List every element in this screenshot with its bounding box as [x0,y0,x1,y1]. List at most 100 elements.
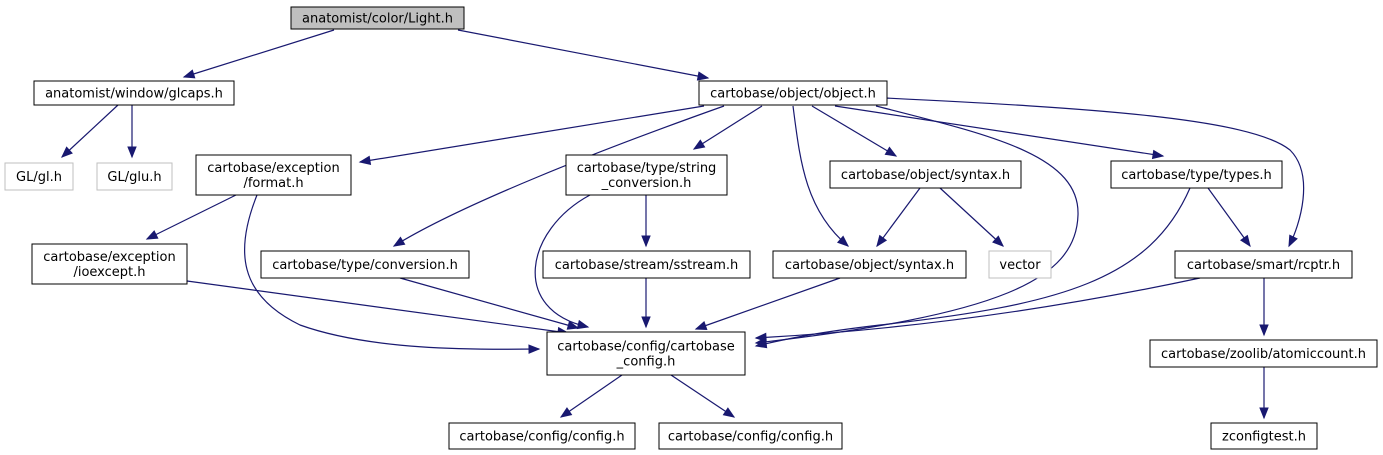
edge-arrowhead [696,71,710,81]
edge-arrowhead [694,321,708,330]
edge-arrowhead [182,69,196,79]
node-box [1210,422,1318,450]
edge-conversion-to-cbconfig [399,277,580,330]
node-label-line: anatomist/color/Light.h [302,12,453,27]
node-box [542,250,751,279]
edge-object-to-rcptr [884,97,1305,248]
node-sstream[interactable]: cartobase/stream/sstream.h [542,250,751,279]
edge-line [393,105,725,247]
node-label-line: cartobase/config/cartobase [557,340,735,355]
node-rcptr[interactable]: cartobase/smart/rcptr.h [1174,250,1353,279]
node-label-line: cartobase/exception [43,250,175,265]
node-syntaxh2[interactable]: cartobase/object/syntax.h [772,250,967,279]
edge-line [755,187,1191,347]
edge-line [695,277,841,330]
edge-line [534,194,591,328]
node-types[interactable]: cartobase/type/types.h [1110,160,1283,189]
edge-syntaxh1-to-syntaxh2 [876,187,921,248]
node-atomic[interactable]: cartobase/zoolib/atomiccount.h [1149,339,1378,368]
node-light[interactable]: anatomist/color/Light.h [290,6,465,30]
node-box [1174,250,1353,279]
edge-object-to-strconv [692,105,763,150]
edge-line [61,104,119,158]
edge-line [755,277,1201,339]
edge-arrowhead [358,155,372,165]
node-box [4,162,74,191]
edge-line [834,105,1164,157]
node-gl: GL/gl.h [4,162,74,191]
edge-line [884,97,1305,247]
edge-rcptr-to-cbconfig [754,277,1201,343]
edge-arrowhead [1240,234,1251,248]
edge-arrowhead [145,230,159,240]
edge-light-to-glcaps [182,29,335,79]
edge-line [186,280,569,334]
edge-line [811,105,897,157]
edge-arrowhead [641,235,651,248]
node-label-line: cartobase/type/types.h [1121,168,1271,183]
edge-format-to-ioexcept [145,194,237,240]
edge-cbconfig-to-config1 [559,374,623,418]
edges-layer [61,29,1305,420]
edge-types-to-rcptr [1207,187,1251,248]
node-zconfig[interactable]: zconfigtest.h [1210,422,1318,450]
node-config2[interactable]: cartobase/config/config.h [658,422,843,450]
node-label-line: cartobase/type/conversion.h [272,258,458,273]
node-box [260,250,470,279]
edge-arrowhead [566,320,580,330]
edge-line [670,374,735,418]
edge-line [1207,187,1251,247]
edge-syntaxh1-to-vector [939,187,1004,247]
edge-object-to-syntaxh1 [811,105,898,157]
node-syntaxh1[interactable]: cartobase/object/syntax.h [829,160,1022,189]
node-label-line: vector [999,258,1041,273]
node-box [31,243,188,285]
node-label-line: GL/gl.h [16,170,62,185]
node-label-line: cartobase/object/syntax.h [785,258,954,273]
node-cbconfig[interactable]: cartobase/config/cartobase_config.h [546,331,746,376]
edge-light-to-object [457,29,710,81]
node-label-line: cartobase/zoolib/atomiccount.h [1161,347,1366,362]
node-strconv[interactable]: cartobase/type/string_conversion.h [565,154,728,196]
edge-line [457,29,709,79]
edge-glcaps-to-gl [61,104,119,158]
edge-object-to-format [358,105,705,165]
edge-arrowhead [884,146,898,157]
edge-glcaps-to-glu [127,105,137,159]
node-box [448,422,636,450]
node-box [829,160,1022,189]
edge-sstream-to-cbconfig [641,278,651,329]
edge-object-to-types [834,105,1165,160]
node-label-line: /format.h [243,176,303,191]
nodes-layer: anatomist/color/Light.h anatomist/window/… [4,6,1378,450]
edge-object-to-conversion [392,105,725,247]
edge-arrowhead [392,236,406,247]
edge-atomic-to-zconfig [1259,367,1269,420]
edge-strconv-to-cbconfig [534,194,591,330]
edge-arrowhead [559,407,573,418]
node-conversion[interactable]: cartobase/type/conversion.h [260,250,470,279]
node-object[interactable]: cartobase/object/object.h [698,80,888,106]
node-label-line: cartobase/object/syntax.h [841,168,1010,183]
node-box [658,422,843,450]
edge-line [359,105,705,163]
node-glu: GL/glu.h [96,162,173,191]
node-box [772,250,967,279]
node-ioexcept[interactable]: cartobase/exception/ioexcept.h [31,243,188,285]
edge-arrowhead [576,319,590,330]
node-label-line: _conversion.h [601,176,692,191]
edge-line [876,187,921,247]
edge-rcptr-to-atomic [1259,278,1269,337]
node-config1[interactable]: cartobase/config/config.h [448,422,636,450]
node-label-line: GL/glu.h [107,170,161,185]
node-glcaps[interactable]: anatomist/window/glcaps.h [33,80,235,106]
edge-arrowhead [1259,407,1269,420]
node-format[interactable]: cartobase/exception/format.h [195,154,352,196]
edge-ioexcept-to-cbconfig [186,280,570,337]
edge-object-to-syntaxh2 [792,105,850,247]
node-label-line: cartobase/config/config.h [459,430,624,445]
edge-format-to-cbconfig [243,194,541,354]
edge-line [243,194,540,350]
edge-syntaxh2-to-cbconfig [694,277,841,330]
